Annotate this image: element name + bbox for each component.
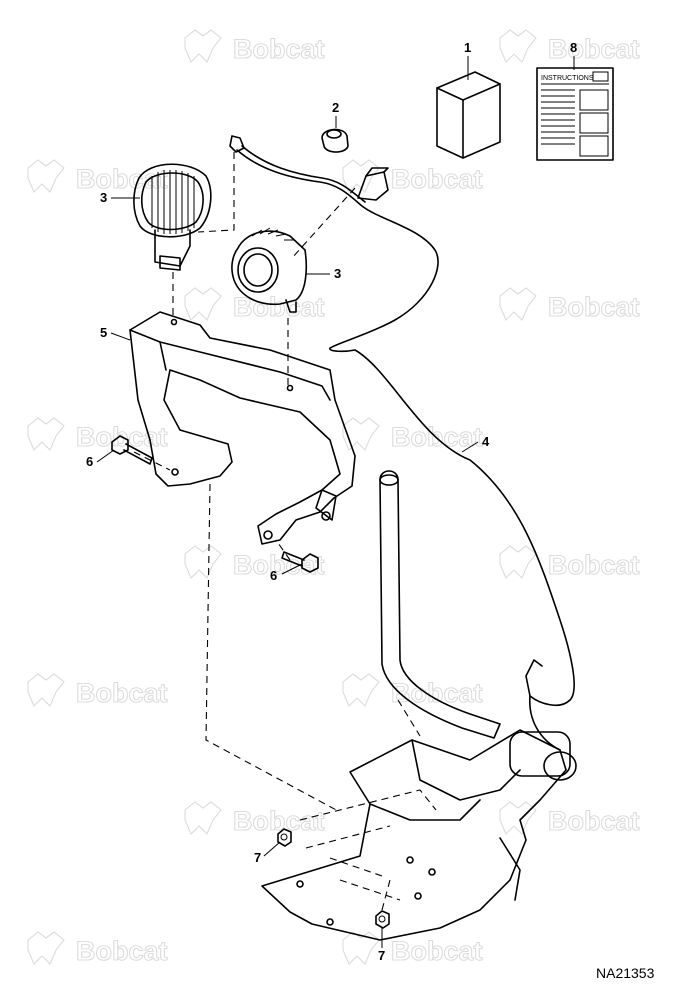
callout-leader [96,449,115,463]
watermark: Bobcat [184,545,325,581]
watermark: Bobcat [499,29,640,65]
callout-7-lower: 7 [378,948,385,963]
bobcat-logo-icon [27,417,65,451]
bobcat-logo-icon [184,545,222,579]
watermark: Bobcat [184,29,325,65]
watermark: Bobcat [27,417,168,453]
callout-leader [110,332,131,341]
watermark: Bobcat [27,673,168,709]
part-5-mounting-bracket [129,311,356,545]
watermark: Bobcat [342,931,483,967]
bobcat-logo-icon [499,801,537,835]
callout-7-upper: 7 [254,850,261,865]
callout-6-upper: 6 [86,454,93,469]
watermark-text: Bobcat [76,164,168,194]
callout-3-right: 3 [334,266,341,281]
callout-leader [281,563,303,575]
watermark: Bobcat [499,801,640,837]
watermark-text: Bobcat [233,34,325,64]
bobcat-logo-icon [27,931,65,965]
watermark: Bobcat [27,159,168,195]
watermark: Bobcat [342,673,483,709]
callout-8: 8 [570,40,577,55]
bobcat-logo-icon [27,159,65,193]
watermark: Bobcat [184,801,325,837]
watermark: Bobcat [342,417,483,453]
watermark-text: Bobcat [76,678,168,708]
bobcat-logo-icon [27,673,65,707]
part-1-box [436,71,501,159]
watermark-text: Bobcat [233,806,325,836]
watermark: Bobcat [342,159,483,195]
callout-leader [263,841,281,857]
callout-2: 2 [332,100,339,115]
bobcat-logo-icon [499,29,537,63]
grab-handle-rod [379,470,501,739]
watermark-text: Bobcat [548,292,640,322]
part-7-nut-lower [375,910,390,929]
bobcat-logo-icon [184,801,222,835]
part-3-work-light-square [231,227,308,313]
watermark: Bobcat [27,931,168,967]
bobcat-logo-icon [342,417,380,451]
watermark: Bobcat [499,287,640,323]
instruction-sheet-title: INSTRUCTIONS [541,75,594,82]
part-2-clip [321,128,349,153]
part-3-work-light-round [133,163,212,271]
lower-mounting-plate [261,729,577,941]
watermark-text: Bobcat [548,806,640,836]
part-7-nut-upper [277,828,292,847]
watermark-text: Bobcat [391,678,483,708]
callout-5: 5 [100,325,107,340]
callout-1: 1 [464,40,471,55]
watermark-text: Bobcat [548,34,640,64]
watermark-layer: Bobcat Bobcat Bobcat Bobcat Bobcat Bobca… [27,29,640,967]
bobcat-logo-icon [342,931,380,965]
callout-6-lower: 6 [270,568,277,583]
bobcat-logo-icon [184,287,222,321]
part-6-bolt-lower [281,551,319,573]
part-8-instruction-sheet: INSTRUCTIONS [536,67,614,161]
watermark-text: Bobcat [391,936,483,966]
bobcat-logo-icon [342,673,380,707]
part-6-bolt-upper [111,435,153,465]
bobcat-logo-icon [499,287,537,321]
bobcat-logo-icon [499,545,537,579]
figure-number: NA21353 [596,965,655,981]
watermark: Bobcat [499,545,640,581]
alignment-lines [133,152,437,911]
callout-3-left: 3 [100,190,107,205]
watermark: Bobcat [184,287,325,323]
callouts: 1 8 2 3 3 5 4 6 6 7 7 [86,40,577,963]
bobcat-logo-icon [184,29,222,63]
callout-leader [461,441,479,453]
watermark-text: Bobcat [76,936,168,966]
watermark-text: Bobcat [548,550,640,580]
bobcat-logo-icon [342,159,380,193]
callout-4: 4 [482,434,490,449]
watermark-text: Bobcat [391,164,483,194]
